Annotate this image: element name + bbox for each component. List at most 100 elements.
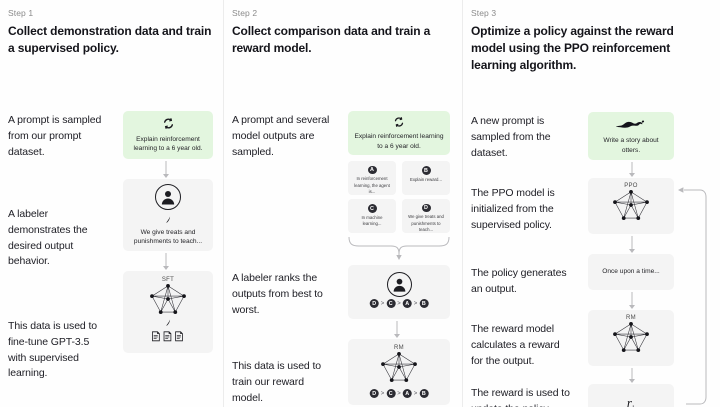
rank-2-badge: C <box>386 389 396 399</box>
reward-symbol-base: r <box>626 395 632 407</box>
step-1-title: Collect demonstration data and train a s… <box>8 24 212 56</box>
rank-3-badge: A <box>402 389 412 399</box>
step-2-output-a-text: In reinforcement learning, the agent is.… <box>354 176 390 194</box>
step-3-captions: A new prompt is sampled from the dataset… <box>471 86 578 407</box>
rank-3-badge: A <box>402 299 412 309</box>
step-3-arrow-3 <box>628 292 635 310</box>
step-3-ppo-card[interactable]: PPO <box>588 178 674 235</box>
rank-sep-icon: > <box>397 390 401 397</box>
step-2-output-b[interactable]: B Explain reward... <box>402 161 450 196</box>
step-2-output-a[interactable]: A In reinforcement learning, the agent i… <box>348 161 396 196</box>
step-2-output-c[interactable]: C In machine learning... <box>348 199 396 234</box>
step-3-label: Step 3 <box>471 8 497 18</box>
step-2-title: Collect comparison data and train a rewa… <box>232 24 431 56</box>
step-3-output-text: Once upon a time... <box>602 268 660 276</box>
rank-sep-icon: > <box>397 300 401 307</box>
step-2-output-d-text: We give treats and punishments to teach.… <box>408 214 444 232</box>
step-3-reward-card[interactable]: rk <box>588 384 674 407</box>
step-3-caption-5: The reward is used to update the policy … <box>471 387 570 407</box>
cycle-icon <box>162 117 175 130</box>
person-icon <box>386 272 412 298</box>
step-3-caption-4: The reward model calculates a reward for… <box>471 323 560 367</box>
step-1-sft-card[interactable]: SFT <box>123 271 213 354</box>
step-1-label: Step 1 <box>8 8 34 18</box>
step-2-output-c-text: In machine learning... <box>361 215 383 227</box>
step-3-rm-title: RM <box>626 315 636 322</box>
step-2-label: Step 2 <box>232 8 258 18</box>
step-1-arrow-2 <box>162 253 169 271</box>
step-1-prompt-card[interactable]: Explain reinforcement learning to a 6 ye… <box>123 111 213 160</box>
rank-2-badge: C <box>386 299 396 309</box>
step-3-rm-card[interactable]: RM <box>588 310 674 367</box>
step-2-rm-title: RM <box>394 345 404 352</box>
step-1-caption-1: A prompt is sampled from our prompt data… <box>8 114 102 158</box>
step-1-arrow-1 <box>162 161 169 179</box>
otter-icon <box>614 117 648 131</box>
badge-b: B <box>421 166 431 176</box>
ppo-update-loop-arrow <box>674 184 708 407</box>
rank-1-badge: D <box>369 299 379 309</box>
step-1-body: A prompt is sampled from our prompt data… <box>8 69 213 399</box>
step-3-arrow-1 <box>628 162 635 178</box>
step-3-caption-2: The PPO model is initialized from the su… <box>471 187 555 231</box>
documents-icon <box>150 330 186 343</box>
neural-network-icon <box>609 189 653 221</box>
step-3-prompt-text: Write a story about otters. <box>603 137 659 154</box>
step-3-title: Optimize a policy against the reward mod… <box>471 24 674 73</box>
pen-icon <box>163 316 173 328</box>
rank-sep-icon: > <box>380 390 385 397</box>
step-3-caption-1: A new prompt is sampled from the dataset… <box>471 115 551 159</box>
rank-sep-icon: > <box>413 300 418 307</box>
step-2-captions: A prompt and several model outputs are s… <box>232 69 336 407</box>
step-2-body: A prompt and several model outputs are s… <box>232 69 452 407</box>
rank-1-badge: D <box>369 389 379 399</box>
step-1-prompt-text: Explain reinforcement learning to a 6 ye… <box>133 135 203 153</box>
neural-network-icon <box>609 321 653 353</box>
step-2-labeler-ranking: D > C > A > B <box>369 299 429 309</box>
step-2-labeler-card[interactable]: D > C > A > B <box>348 265 450 320</box>
step-1-caption-2: A labeler demonstrates the desired outpu… <box>8 208 88 268</box>
step-3-arrow-2 <box>628 236 635 254</box>
step-2-caption-2: A labeler ranks the outputs from best to… <box>232 272 323 316</box>
step-1-labeler-text: We give treats and punishments to teach.… <box>133 228 203 246</box>
badge-a: A <box>367 166 377 175</box>
reward-symbol-subscript: k <box>632 405 635 407</box>
convergence-brace <box>346 235 452 266</box>
pen-icon <box>163 213 173 225</box>
rank-sep-icon: > <box>380 300 385 307</box>
step-1-caption-3: This data is used to fine-tune GPT-3.5 w… <box>8 320 98 380</box>
step-2-caption-1: A prompt and several model outputs are s… <box>232 114 330 158</box>
person-icon <box>155 183 181 210</box>
step-3-arrow-4 <box>628 368 635 384</box>
step-3-flow: Write a story about otters. PPO <box>584 86 710 407</box>
badge-c: C <box>367 204 377 214</box>
step-3-ppo-title: PPO <box>624 183 638 190</box>
step-3-output-card[interactable]: Once upon a time... <box>588 254 674 291</box>
step-1-column: Step 1 Collect demonstration data and tr… <box>0 0 223 407</box>
step-2-rm-card[interactable]: RM <box>348 339 450 406</box>
rank-sep-icon: > <box>413 390 418 397</box>
step-2-caption-3: This data is used to train our reward mo… <box>232 360 322 404</box>
step-2-rm-ranking: D > C > A > B <box>369 389 429 399</box>
step-2-flow: Explain reinforcement learning to a 6 ye… <box>342 69 452 407</box>
neural-network-icon <box>146 283 190 315</box>
step-3-prompt-card[interactable]: Write a story about otters. <box>588 112 674 161</box>
step-2-prompt-text: Explain reinforcement learning to a 6 ye… <box>354 133 444 150</box>
step-3-caption-3: The policy generates an output. <box>471 267 567 295</box>
reward-symbol: rk <box>627 395 635 407</box>
step-2-output-b-text: Explain reward... <box>409 177 442 183</box>
badge-d: D <box>421 204 431 213</box>
step-2-arrow-1 <box>393 321 400 339</box>
step-2-column: Step 2 Collect comparison data and train… <box>223 0 462 407</box>
step-1-flow: Explain reinforcement learning to a 6 ye… <box>117 69 213 399</box>
rank-4-badge: B <box>419 389 429 399</box>
rank-4-badge: B <box>419 299 429 309</box>
step-2-prompt-card[interactable]: Explain reinforcement learning to a 6 ye… <box>348 111 450 156</box>
step-1-captions: A prompt is sampled from our prompt data… <box>8 69 111 399</box>
step-2-output-d[interactable]: D We give treats and punishments to teac… <box>402 199 450 234</box>
step-1-labeler-card[interactable]: We give treats and punishments to teach.… <box>123 179 213 252</box>
step-3-body: A new prompt is sampled from the dataset… <box>471 86 710 407</box>
neural-network-icon <box>377 351 421 383</box>
step-1-sft-title: SFT <box>161 277 175 284</box>
